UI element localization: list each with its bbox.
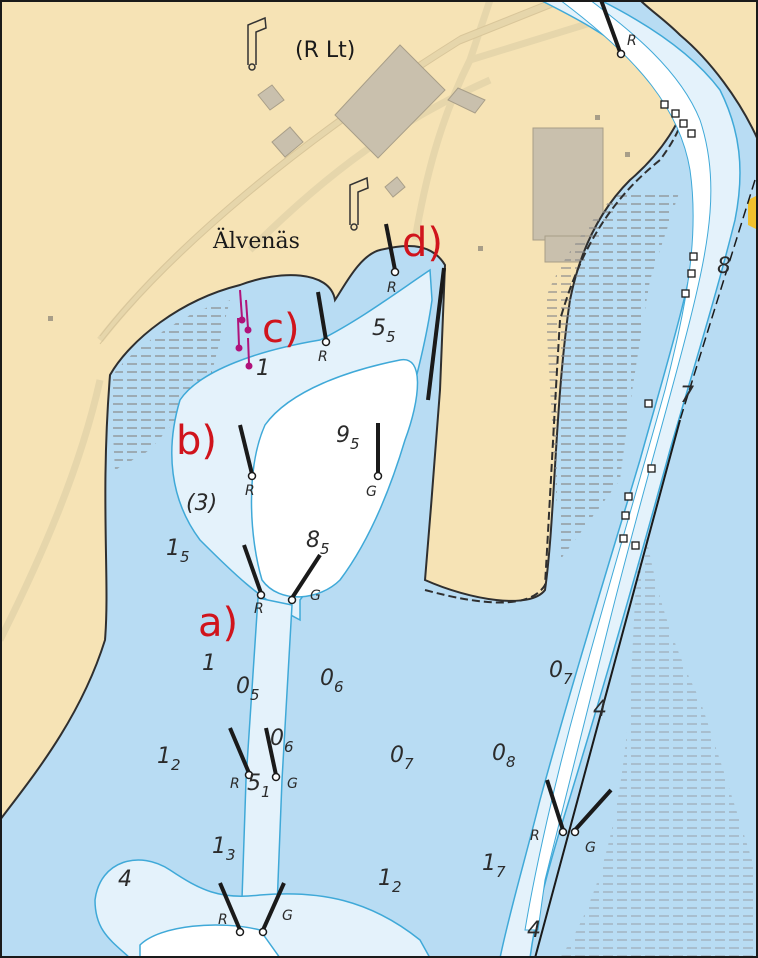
cable-icon [235,289,253,370]
red-mark-label: R [218,912,228,928]
place-name: Älvenäs [212,227,300,254]
red-mark-label: R [245,483,255,499]
depth-sounding: (3) [186,491,217,516]
beacon-labels: R R R G R G R G R G R G R [218,33,637,928]
depth-sounding: 06 [270,726,294,756]
buildings [257,44,604,263]
deep-water [250,359,419,598]
depth-sounding: 1 [202,651,216,676]
dredged-channel [239,597,293,958]
depth-sounding: 07 [390,743,414,773]
depth-sounding: 17 [482,851,506,881]
leading-line [534,419,681,958]
depth-sounding: 4 [593,697,607,722]
depth-sounding: 55 [372,316,396,346]
chimney-icon [247,16,267,71]
chimney-icon [349,176,369,231]
depth-sounding: 08 [492,741,516,771]
green-mark-label: G [366,484,377,500]
depth-sounding: 4 [527,918,541,943]
depth-sounding: 51 [247,771,271,801]
depth-sounding: 05 [236,674,260,704]
red-mark-label: R [230,776,240,792]
annotation-b: b) [176,418,217,464]
depth-sounding: 12 [157,744,181,774]
leading-line-dashed [679,179,756,421]
depth-sounding: 85 [306,528,330,558]
depth-sounding: 1 [256,356,270,381]
depth-soundings: 55 95 85 (3) 15 1 1 05 06 06 07 08 07 12… [118,254,731,943]
annotation-d: d) [402,220,443,266]
land-dots [48,115,630,321]
buoy-squares [619,100,698,550]
red-mark-label: R [530,828,540,844]
beacon-circles [235,49,626,937]
dashed-boundary [424,0,688,604]
marsh-area [545,190,680,560]
depth-sounding: 7 [680,383,694,408]
green-mark-label: G [287,776,298,792]
depth-sounding: 8 [717,254,731,279]
depth-sounding: 06 [320,666,344,696]
red-mark-label: R [254,601,264,617]
depth-sounding: 4 [118,867,132,892]
land-area [638,0,758,141]
red-mark-label: R [387,280,397,296]
annotation-a: a) [198,600,238,646]
green-mark-label: G [585,840,596,856]
red-mark-label: R [318,349,328,365]
marsh-area [560,500,758,958]
green-mark-label: G [282,908,293,924]
annotation-c: c) [262,306,300,352]
land-area [748,195,758,230]
beacon-marks [218,0,622,931]
marsh-area [110,300,230,470]
depth-sounding: 15 [166,536,190,566]
depth-sounding: 07 [549,658,573,688]
red-mark-label: R [627,33,637,49]
light-label: (R Lt) [295,38,355,63]
depth-sounding: 95 [336,423,360,453]
depth-sounding: 13 [212,834,236,864]
green-mark-label: G [310,588,321,604]
depth-sounding: 12 [378,866,402,896]
